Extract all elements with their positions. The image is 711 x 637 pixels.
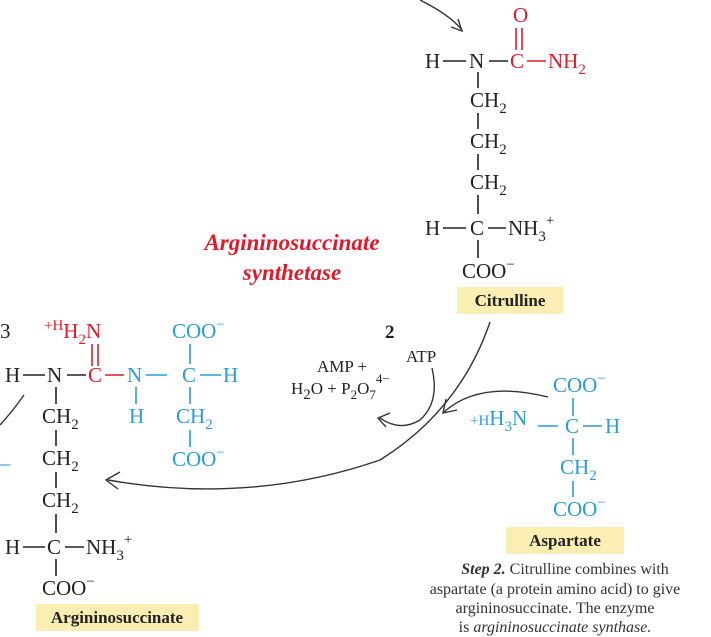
cycle-arrow-top <box>419 0 463 31</box>
argsucc-coo-top: COO− <box>172 317 225 343</box>
argininosuccinate-structure: 3 +HH2N COO− H N C N C H H CH2 COO− CH2 … <box>0 317 238 600</box>
citrulline-ch2-2: CH2 <box>470 129 507 158</box>
citrulline-ch2-3: CH2 <box>470 170 507 199</box>
left-edge-arrow <box>0 394 25 426</box>
citrulline-coo: COO− <box>462 257 515 283</box>
citrulline-label: Citrulline <box>475 291 546 310</box>
citrulline-ch2-1: CH2 <box>470 88 507 117</box>
argsucc-h-left: H <box>5 363 20 387</box>
main-reaction-arrow <box>107 321 491 490</box>
citrulline-structure: O H N C NH2 CH2 CH2 CH2 H C NH3+ COO− <box>425 3 586 283</box>
citrulline-c: C <box>510 49 524 73</box>
aspartate-entry-arrow <box>443 390 549 413</box>
left-edge-dash: – <box>0 451 11 475</box>
aspartate-structure: COO− +H+HH3N C H CH2 COO− <box>470 371 620 521</box>
argsucc-ch2-1: CH2 <box>42 404 79 433</box>
aspartate-coo-bottom: COO− <box>553 495 606 521</box>
argsucc-n-left: N <box>47 363 62 387</box>
argsucc-c-alpha-asp: C <box>182 363 196 387</box>
argsucc-h2n: +HH2N <box>44 318 101 348</box>
aspartate-alpha-h: H <box>605 414 620 438</box>
citrulline-nh3: NH3+ <box>508 213 554 245</box>
amp-label: AMP + <box>317 357 367 376</box>
argsucc-c-guanidino: C <box>88 363 102 387</box>
enzyme-name-line2: synthetase <box>242 260 341 285</box>
argininosuccinate-label-box <box>36 604 199 631</box>
argsucc-alpha-h: H <box>5 535 20 559</box>
argininosuccinate-label: Argininosuccinate <box>51 608 184 627</box>
enzyme-name-line1: Argininosuccinate <box>202 230 379 255</box>
aspartate-h3n: +H+HH3N <box>470 406 527 435</box>
argsucc-alpha-c: C <box>47 535 61 559</box>
atp-label: ATP <box>406 347 436 366</box>
citrulline-carbonyl-o: O <box>513 3 528 27</box>
left-edge-digit: 3 <box>0 319 11 343</box>
citrulline-label-box <box>457 287 563 314</box>
citrulline-alpha-c: C <box>470 216 484 240</box>
aspartate-ch2: CH2 <box>560 455 597 484</box>
caption-line2: aspartate (a protein amino acid) to give <box>430 581 681 598</box>
citrulline-nh2: NH2 <box>548 49 586 78</box>
argsucc-n-blue: N <box>127 363 142 387</box>
atp-amp-side-arrow <box>379 367 435 427</box>
aspartate-label-box <box>506 527 624 554</box>
argsucc-ch2-3: CH2 <box>42 488 79 517</box>
h2o-ppi-label: H2O + P2O74− <box>291 371 390 403</box>
step-number: 2 <box>385 322 395 343</box>
argsucc-nh-h: H <box>129 404 144 428</box>
citrulline-alpha-h: H <box>425 216 440 240</box>
argsucc-h-right: H <box>223 363 238 387</box>
caption-line3: argininosuccinate. The enzyme <box>456 600 655 617</box>
aspartate-coo-top: COO− <box>553 371 606 397</box>
citrulline-n: N <box>469 49 484 73</box>
caption-line1: Step 2. Citrulline combines with <box>461 561 669 578</box>
argsucc-coo-bottom: COO− <box>172 445 225 471</box>
citrulline-h: H <box>425 49 440 73</box>
argsucc-ch2-blue: CH2 <box>176 404 213 433</box>
caption-line4: is argininosuccinate synthase. <box>459 619 652 636</box>
argsucc-nh3: NH3+ <box>86 532 132 564</box>
aspartate-label: Aspartate <box>529 531 601 550</box>
cycle-arrow-top-head <box>450 18 464 33</box>
aspartate-alpha-c: C <box>565 414 579 438</box>
argsucc-coo-main: COO− <box>42 574 95 600</box>
argsucc-ch2-2: CH2 <box>42 446 79 475</box>
